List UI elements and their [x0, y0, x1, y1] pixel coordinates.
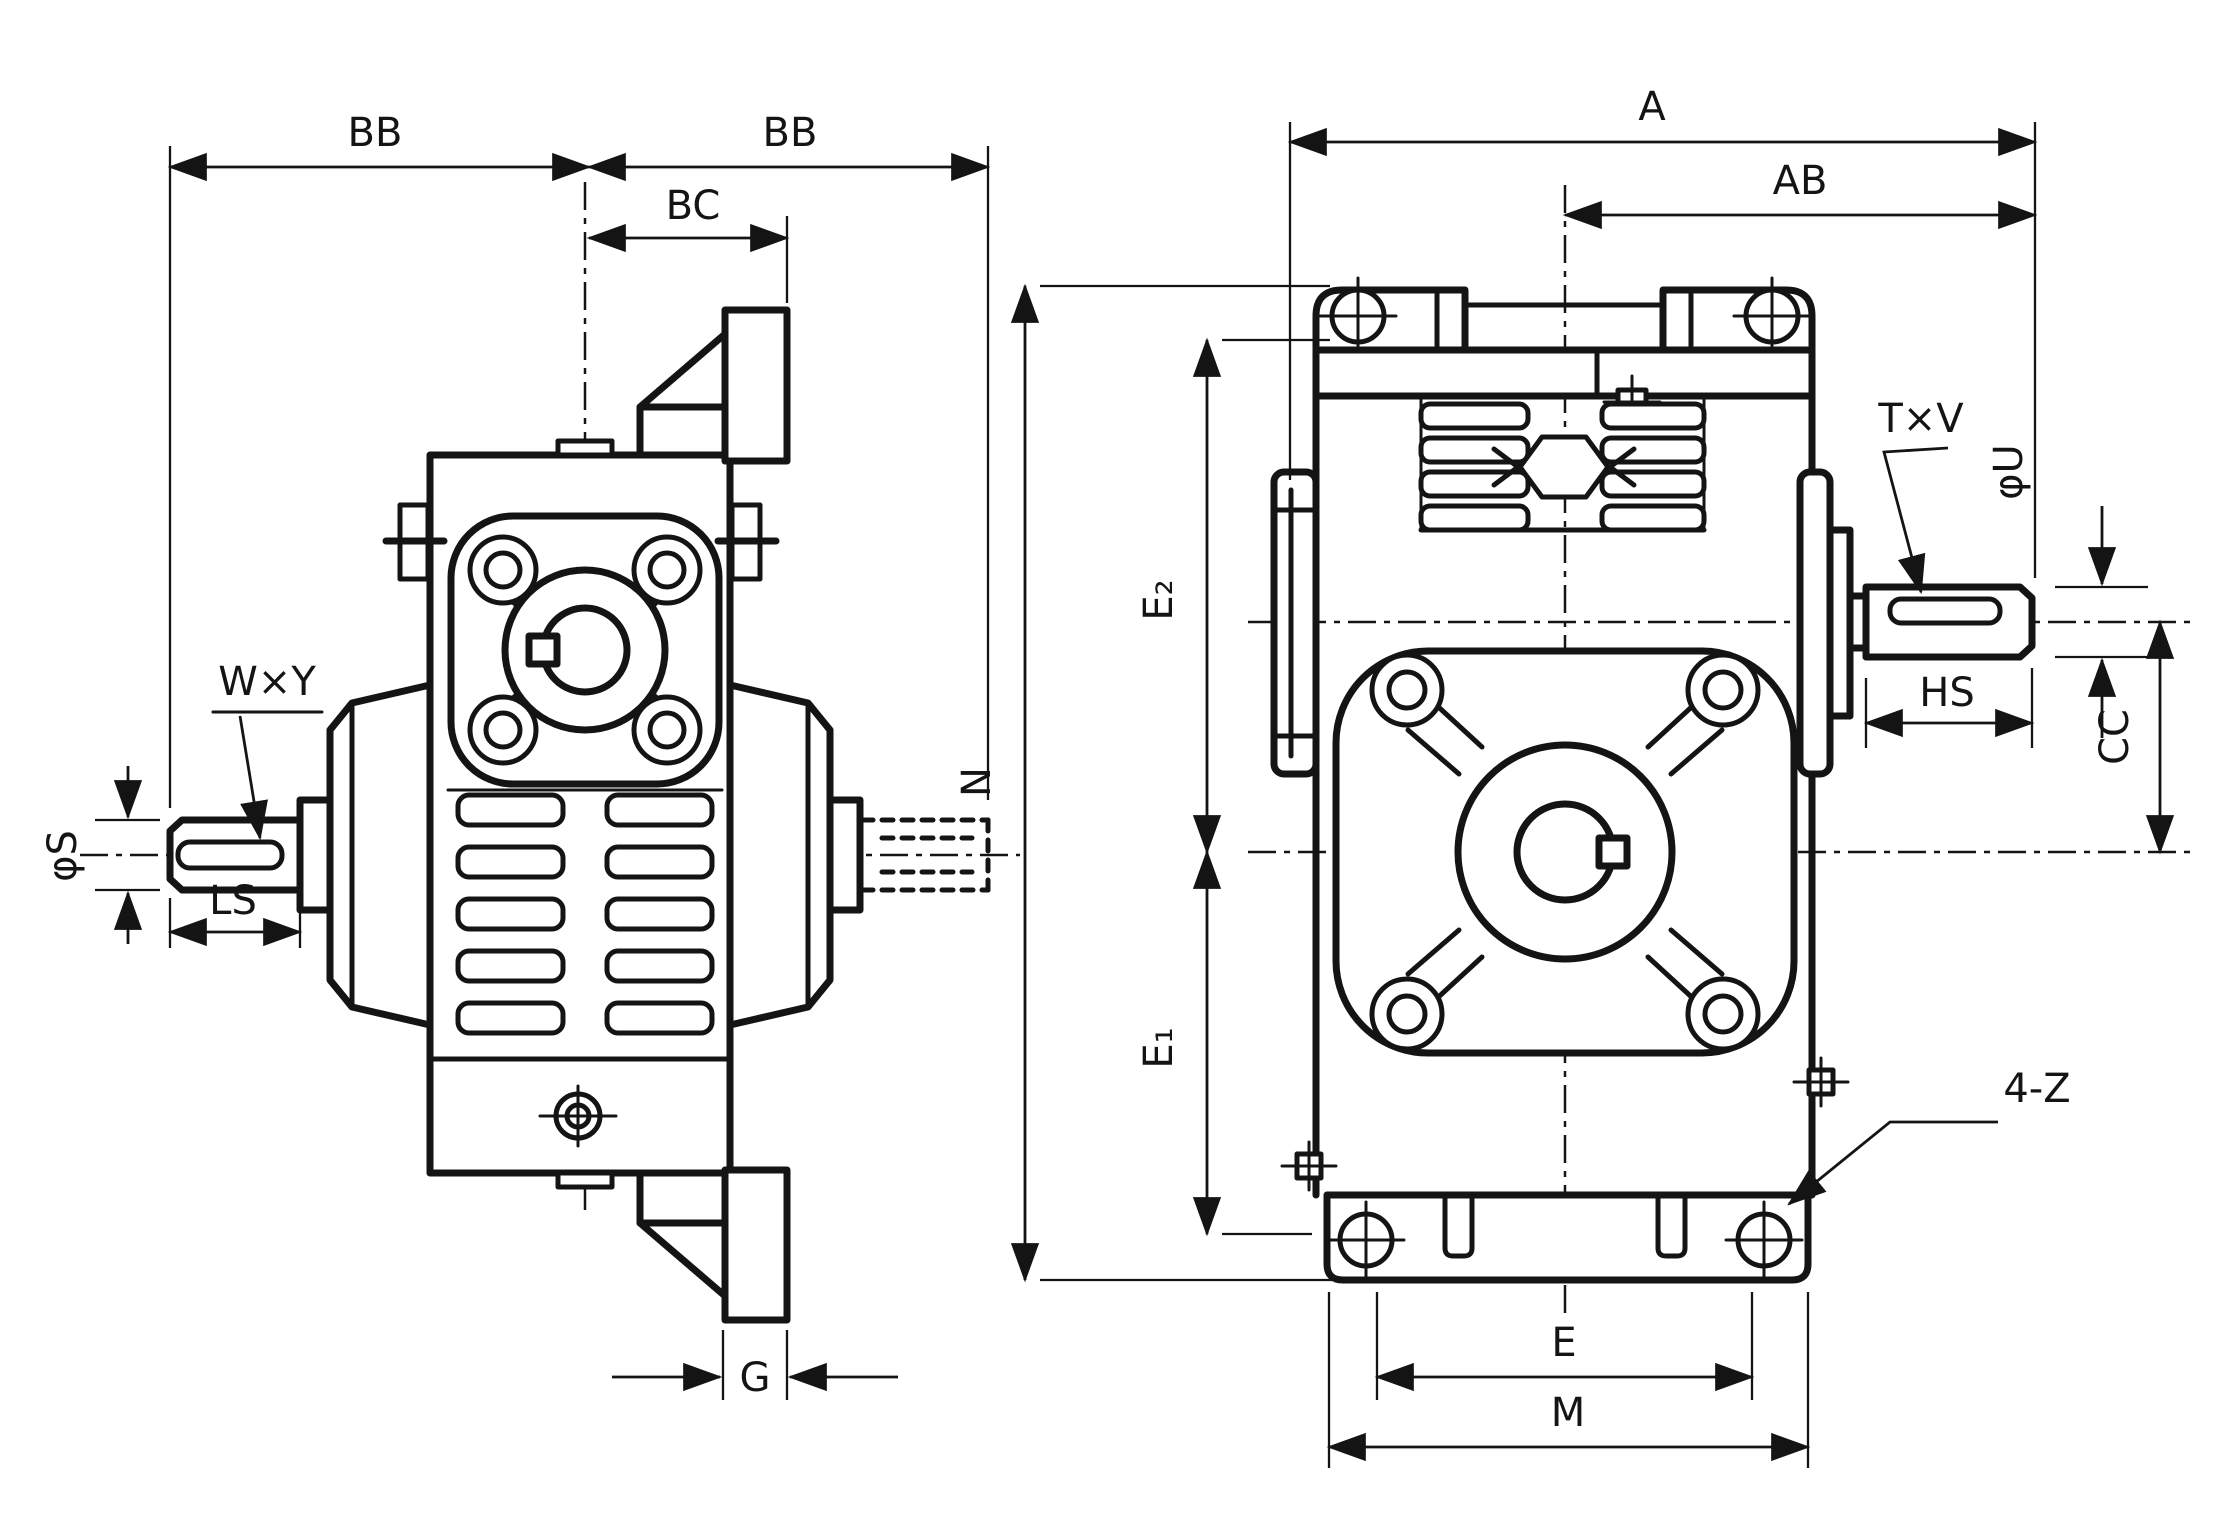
dim-label-a: A: [1638, 84, 1666, 130]
four-z-leader: [1787, 1120, 1998, 1206]
base-slot-left: [1442, 1192, 1475, 1259]
front-bolt: [1386, 993, 1428, 1035]
right-worm-bearing-cap: [1796, 468, 1870, 778]
left-worm-bearing-cap: [1270, 468, 1320, 778]
dim-label-e1: E₁: [1136, 1027, 1182, 1068]
front-bolt: [1386, 669, 1428, 711]
output-flange-face: [447, 512, 723, 788]
hex-oil-plug: [1517, 434, 1611, 500]
worm-shaft-extension: [1862, 583, 2036, 661]
input-shaft: [166, 796, 334, 914]
dim-label-4z: 4-Z: [2003, 1066, 2070, 1112]
flange-bolt: [483, 550, 523, 590]
dim-label-bb-left: BB: [348, 110, 403, 156]
dim-label-bb-right: BB: [763, 110, 818, 156]
dim-label-ab: AB: [1773, 158, 1828, 204]
base-slot-right: [1655, 1192, 1688, 1259]
bottom-right-foot: [636, 1166, 791, 1324]
dim-label-e: E: [1551, 1320, 1576, 1366]
dim-label-ls: LS: [209, 878, 257, 924]
front-output-flange: [1332, 647, 1798, 1057]
drain-plug: [538, 1084, 618, 1148]
top-lug: [555, 438, 615, 458]
right-wall-plug: [1792, 1056, 1850, 1108]
worm-shaft-keyway: [1887, 596, 2003, 626]
fin-chevron-right: [1607, 446, 1637, 488]
dim-label-e2: E₂: [1136, 579, 1182, 620]
right-shaft-collar: [826, 796, 864, 914]
dim-label-hs: HS: [1919, 670, 1974, 716]
bottom-lug: [555, 1170, 615, 1190]
base-bolt-hole-left: [1326, 1200, 1406, 1280]
upper-band: [1312, 346, 1816, 430]
wxy-leader: [238, 715, 268, 841]
input-shaft-keyway: [175, 839, 285, 871]
right-side-plug: [714, 502, 780, 582]
dim-label-g: G: [740, 1355, 771, 1401]
left-wall-plug: [1280, 1140, 1338, 1192]
hidden-shaft-extension: [859, 817, 991, 893]
output-bore-keyway: [525, 632, 561, 668]
front-flange-ribs: [1405, 699, 1725, 1005]
left-bearing-bell: [326, 681, 434, 1029]
input-shaft-collar: [296, 796, 334, 914]
front-bolt: [1702, 669, 1744, 711]
dim-label-txv: T×V: [1877, 396, 1964, 442]
right-bearing-bell: [726, 681, 834, 1029]
left-view-cooling-fins: [446, 788, 724, 1036]
dim-label-bc: BC: [666, 183, 721, 229]
top-right-bolt-hole: [1732, 276, 1812, 356]
dim-label-phi-s: φS: [40, 830, 86, 882]
dim-label-cc: CC: [2092, 709, 2138, 765]
right-view-front: A AB T×V φU HS CC N E₂ E₁ 4-Z: [954, 84, 2195, 1468]
flange-bolt: [483, 710, 523, 750]
txv-leader: [1882, 446, 1949, 595]
flange-bolt: [647, 710, 687, 750]
base-bolt-hole-right: [1724, 1200, 1804, 1280]
mounting-base: [1323, 1191, 1812, 1284]
front-bolt: [1702, 993, 1744, 1035]
fin-chevron-left: [1491, 446, 1521, 488]
left-view-side: BB BB BC W×Y φS LS G: [40, 110, 1020, 1401]
front-bore-keyway: [1595, 834, 1631, 870]
right-view-cooling-fins: [1418, 394, 1707, 533]
top-right-foot: [636, 306, 791, 465]
dim-label-m: M: [1551, 1390, 1586, 1436]
top-mounting-blocks: [1312, 276, 1816, 356]
dim-label-n: N: [954, 767, 1000, 797]
dim-label-wxy: W×Y: [218, 659, 316, 705]
dim-label-phi-u: φU: [1986, 444, 2032, 500]
flange-bolt: [647, 550, 687, 590]
left-side-plug: [382, 502, 448, 582]
top-left-bolt-hole: [1318, 276, 1398, 356]
